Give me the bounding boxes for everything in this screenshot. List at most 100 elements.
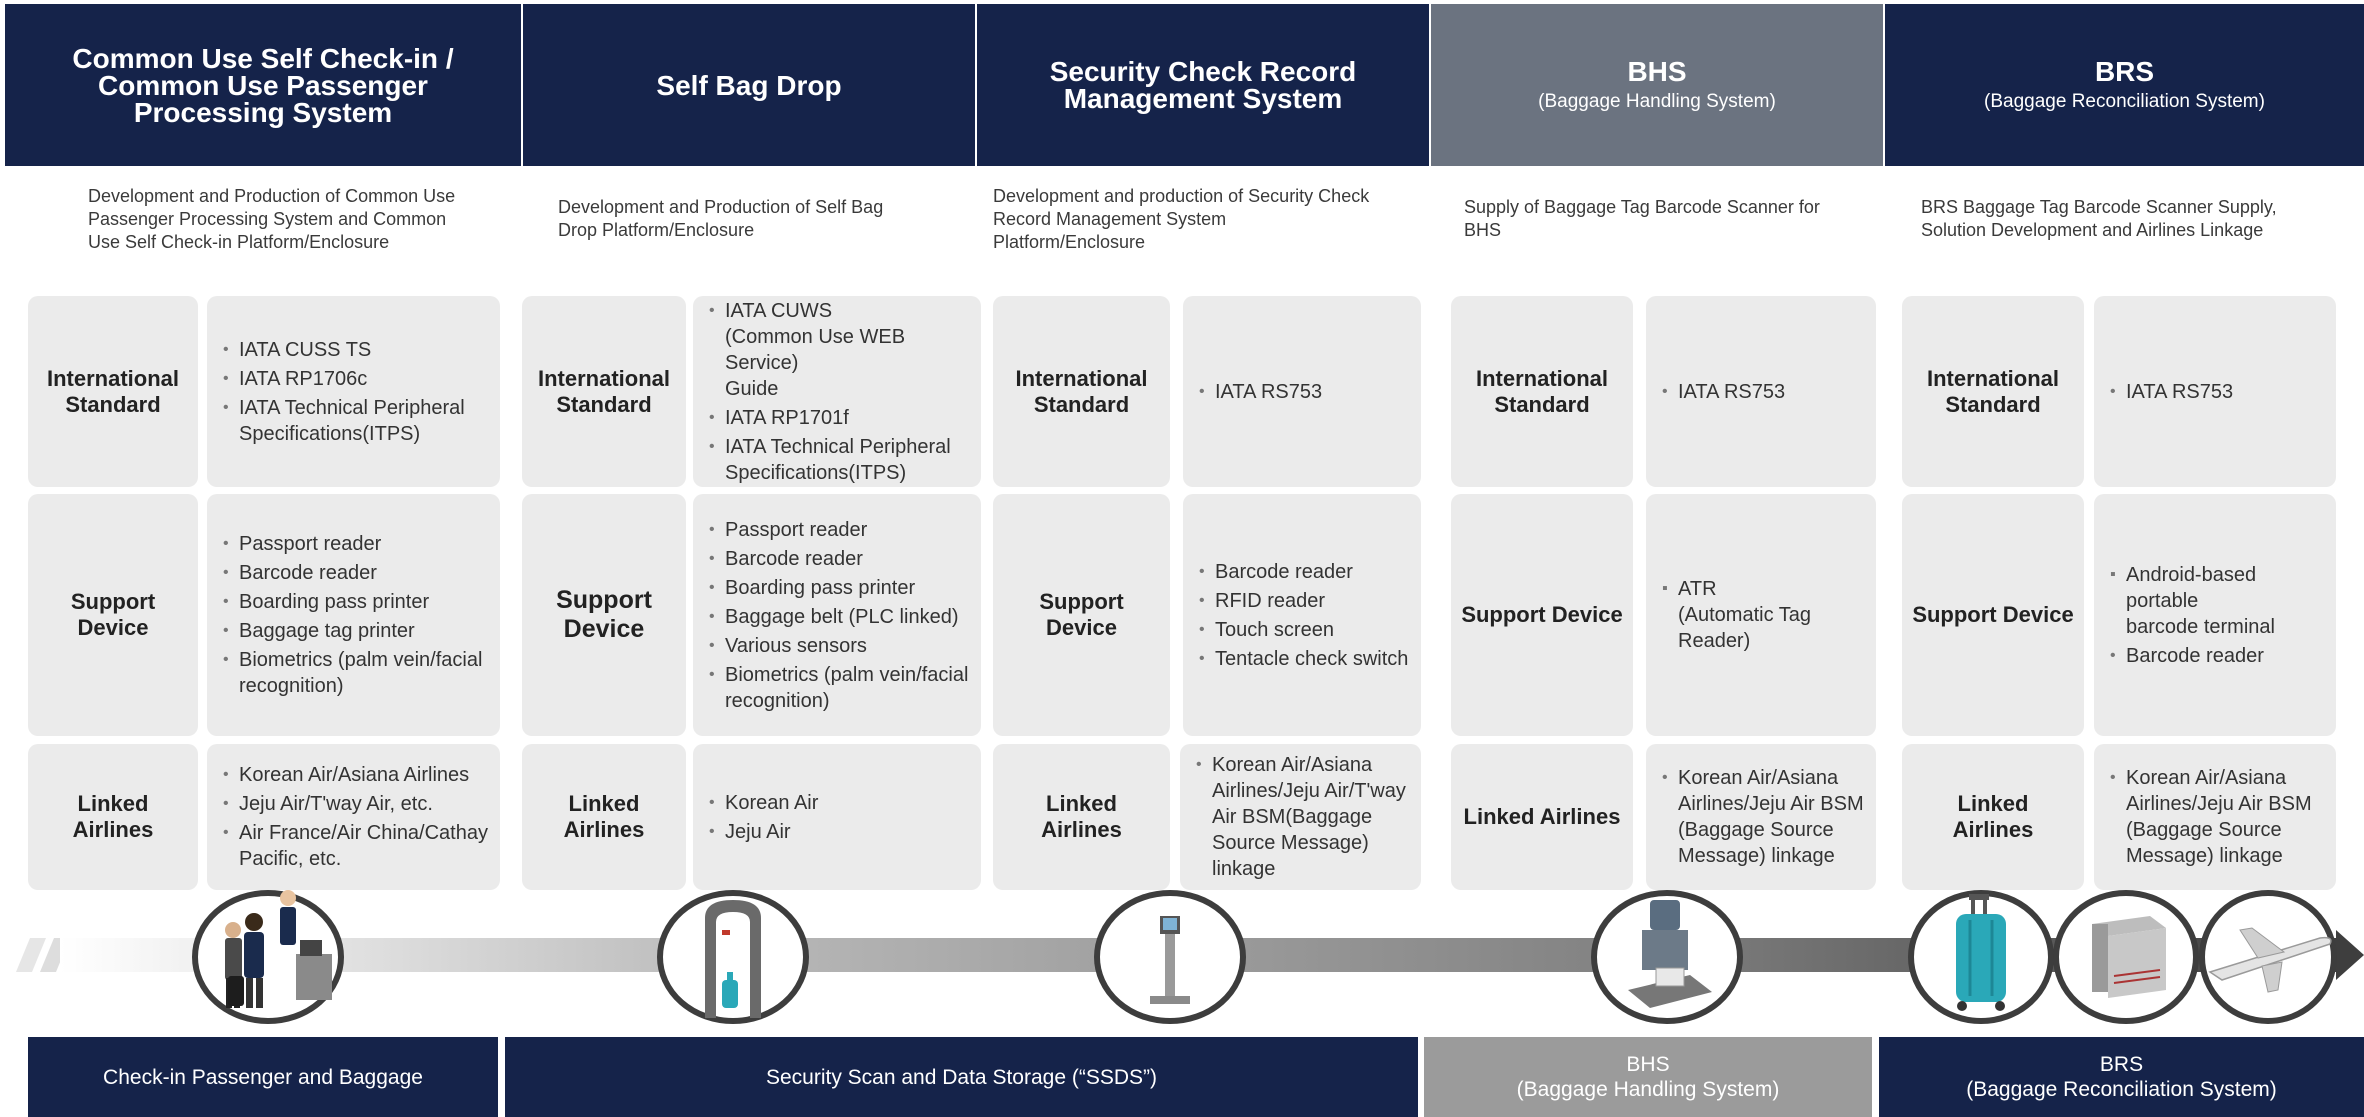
stage-band-check-in: Check-in Passenger and Baggage [28, 1037, 498, 1117]
column-header-brs: BRS (Baggage Reconciliation System) [1885, 4, 2364, 166]
device-list: Passport reader Barcode reader Boarding … [221, 528, 482, 702]
column-header-sbd: Self Bag Drop [523, 4, 975, 166]
list-item: IATA CUSS TS [221, 337, 465, 363]
list-item: IATA CUWS (Common Use WEB Service) Guide [707, 298, 973, 402]
list-item: Boarding pass printer [221, 589, 482, 615]
list-item: Biometrics (palm vein/facial recognition… [221, 647, 482, 699]
stage-band-brs: BRS (Baggage Reconciliation System) [1879, 1037, 2364, 1117]
standard-list: IATA RS753 [2108, 376, 2233, 408]
list-item: IATA RP1706c [221, 366, 465, 392]
list-item: Barcode reader [221, 560, 482, 586]
column-header-bhs: BHS (Baggage Handling System) [1431, 4, 1883, 166]
list-item: Air France/Air China/Cathay Pacific, etc… [221, 820, 488, 872]
check-in-staff-icon [192, 890, 344, 1024]
device-list-box: ATR (Automatic Tag Reader) [1646, 494, 1876, 736]
stage-band-bhs: BHS (Baggage Handling System) [1424, 1037, 1872, 1117]
list-item: Baggage belt (PLC linked) [707, 604, 968, 630]
process-flow-arrow [16, 890, 2364, 1024]
standard-list: IATA RS753 [1197, 376, 1322, 408]
baggage-container-icon [2053, 890, 2199, 1024]
airline-list: Korean Air/Asiana Airlines Jeju Air/T'wa… [221, 759, 488, 875]
list-item: Korean Air/Asiana Airlines/Jeju Air BSM … [1660, 765, 1864, 869]
column-title: Self Bag Drop [656, 69, 842, 101]
standard-label: International Standard [522, 296, 686, 487]
device-list: Barcode reader RFID reader Touch screen … [1197, 556, 1408, 675]
device-list-box: Barcode reader RFID reader Touch screen … [1183, 494, 1421, 736]
device-list-box: Passport reader Barcode reader Boarding … [693, 494, 981, 736]
list-item: IATA RS753 [2108, 379, 2233, 405]
list-item: Tentacle check switch [1197, 646, 1408, 672]
airline-list-box: Korean Air/Asiana Airlines/Jeju Air BSM … [2094, 744, 2336, 890]
kiosk-icon [1094, 890, 1246, 1024]
standard-list: IATA CUWS (Common Use WEB Service) Guide… [707, 295, 973, 489]
standard-list: IATA CUSS TS IATA RP1706c IATA Technical… [221, 334, 465, 450]
list-item: Baggage tag printer [221, 618, 482, 644]
device-label: Support Device [28, 494, 198, 736]
column-title: Common Use Self Check-in / Common Use Pa… [72, 42, 454, 128]
standard-list: IATA RS753 [1660, 376, 1785, 408]
list-item: Korean Air/Asiana Airlines/Jeju Air BSM … [2108, 765, 2312, 869]
standard-list-box: IATA CUSS TS IATA RP1706c IATA Technical… [207, 296, 500, 487]
airline-label: Linked Airlines [993, 744, 1170, 890]
standard-label: International Standard [1451, 296, 1633, 487]
list-item: ATR (Automatic Tag Reader) [1660, 576, 1811, 654]
airline-list: Korean Air/Asiana Airlines/Jeju Air/T'wa… [1194, 749, 1406, 885]
list-item: IATA RP1701f [707, 405, 973, 431]
list-item: Korean Air/Asiana Airlines/Jeju Air/T'wa… [1194, 752, 1406, 882]
device-list-box: Android-based portable barcode terminal … [2094, 494, 2336, 736]
device-label: Support Device [1902, 494, 2084, 736]
list-item: Korean Air [707, 790, 818, 816]
list-item: IATA RS753 [1197, 379, 1322, 405]
airline-list-box: Korean Air Jeju Air [693, 744, 981, 890]
list-item: Biometrics (palm vein/facial recognition… [707, 662, 968, 714]
bhs-scanner-icon [1591, 890, 1743, 1024]
column-description: Supply of Baggage Tag Barcode Scanner fo… [1464, 197, 1820, 240]
airplane-icon [2199, 890, 2337, 1024]
device-label: Support Device [1451, 494, 1633, 736]
list-item: Barcode reader [2108, 643, 2328, 669]
list-item: Touch screen [1197, 617, 1408, 643]
suitcase-icon [1908, 890, 2054, 1024]
list-item: Korean Air/Asiana Airlines [221, 762, 488, 788]
standard-label: International Standard [993, 296, 1170, 487]
stage-band-ssds: Security Scan and Data Storage (“SSDS”) [505, 1037, 1418, 1117]
list-item: IATA Technical Peripheral Specifications… [707, 434, 973, 486]
airline-label: Linked Airlines [28, 744, 198, 890]
airline-list: Korean Air/Asiana Airlines/Jeju Air BSM … [2108, 762, 2312, 872]
column-description: BRS Baggage Tag Barcode Scanner Supply, … [1921, 197, 2277, 240]
column-header-security: Security Check Record Management System [977, 4, 1429, 166]
airline-label: Linked Airlines [522, 744, 686, 890]
standard-label: International Standard [1902, 296, 2084, 487]
standard-list-box: IATA CUWS (Common Use WEB Service) Guide… [693, 296, 981, 487]
column-description: Development and production of Security C… [993, 185, 1370, 252]
standard-list-box: IATA RS753 [2094, 296, 2336, 487]
column-title: BHS [1627, 55, 1687, 87]
list-item: Barcode reader [1197, 559, 1408, 585]
list-item: Barcode reader [707, 546, 968, 572]
standard-label: International Standard [28, 296, 198, 487]
list-item: Passport reader [221, 531, 482, 557]
column-title: Security Check Record Management System [1049, 56, 1357, 114]
airline-label: Linked Airlines [1451, 744, 1633, 890]
standard-list-box: IATA RS753 [1183, 296, 1421, 487]
device-list: ATR (Automatic Tag Reader) [1660, 573, 1811, 657]
device-list-box: Passport reader Barcode reader Boarding … [207, 494, 500, 736]
device-list: Passport reader Barcode reader Boarding … [707, 514, 968, 717]
airline-label: Linked Airlines [1902, 744, 2084, 890]
column-header-cuss: Common Use Self Check-in / Common Use Pa… [5, 4, 521, 166]
column-subtitle: (Baggage Reconciliation System) [1984, 90, 2265, 112]
airline-list-box: Korean Air/Asiana Airlines Jeju Air/T'wa… [207, 744, 500, 890]
list-item: Jeju Air [707, 819, 818, 845]
airline-list-box: Korean Air/Asiana Airlines/Jeju Air/T'wa… [1180, 744, 1421, 890]
column-subtitle: (Baggage Handling System) [1538, 90, 1776, 112]
device-label: Support Device [522, 494, 686, 736]
list-item: Android-based portable barcode terminal [2108, 562, 2328, 640]
airline-list-box: Korean Air/Asiana Airlines/Jeju Air BSM … [1646, 744, 1876, 890]
list-item: Passport reader [707, 517, 968, 543]
device-label: Support Device [993, 494, 1170, 736]
column-description: Development and Production of Self Bag D… [558, 197, 884, 240]
security-gate-icon [657, 890, 809, 1024]
airline-list: Korean Air Jeju Air [707, 787, 818, 848]
airline-list: Korean Air/Asiana Airlines/Jeju Air BSM … [1660, 762, 1864, 872]
list-item: Various sensors [707, 633, 968, 659]
